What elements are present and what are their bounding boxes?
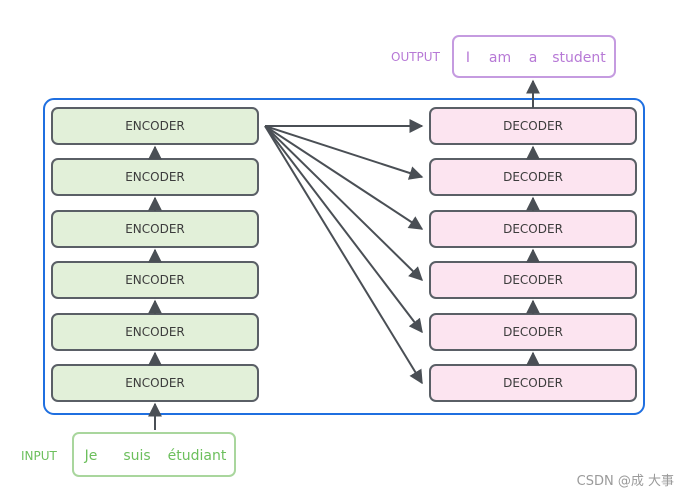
encoder-block-5: ENCODER: [51, 158, 259, 196]
decoder-label: DECODER: [503, 376, 563, 390]
input-box: [72, 432, 236, 477]
output-box: [452, 35, 616, 78]
encoder-decoder-arrow: [264, 125, 423, 385]
encoder-block-4: ENCODER: [51, 210, 259, 248]
watermark: CSDN @成 大事: [577, 474, 674, 489]
input-word: Je: [84, 448, 98, 464]
output-group: OUTPUT I am a student: [391, 35, 616, 78]
decoder-block-4: DECODER: [429, 210, 637, 248]
decoder-label: DECODER: [503, 170, 563, 184]
input-word: étudiant: [168, 448, 227, 464]
decoder-block-5: DECODER: [429, 158, 637, 196]
input-group: INPUT Je suis étudiant: [21, 432, 236, 477]
encoder-stack: ENCODER ENCODER ENCODER ENCODER ENCODER …: [51, 107, 259, 402]
encoder-decoder-arrow: [264, 125, 424, 230]
encoder-block-3: ENCODER: [51, 261, 259, 299]
decoder-block-6: DECODER: [429, 107, 637, 145]
encoder-block-2: ENCODER: [51, 313, 259, 351]
encoder-decoder-arrow: [264, 125, 424, 180]
encoder-block-6: ENCODER: [51, 107, 259, 145]
encoder-label: ENCODER: [125, 222, 185, 236]
encoder-block-1: ENCODER: [51, 364, 259, 402]
encoder-label: ENCODER: [125, 273, 185, 287]
encoder-label: ENCODER: [125, 325, 185, 339]
input-word: suis: [123, 448, 150, 464]
encoder-label: ENCODER: [125, 376, 185, 390]
encoder-decoder-container: [43, 98, 645, 415]
encoder-label: ENCODER: [125, 119, 185, 133]
decoder-block-2: DECODER: [429, 313, 637, 351]
decoder-label: DECODER: [503, 222, 563, 236]
output-word: I: [466, 50, 470, 66]
decoder-label: DECODER: [503, 325, 563, 339]
decoder-block-3: DECODER: [429, 261, 637, 299]
input-label: INPUT: [21, 449, 58, 463]
encoder-to-decoder-arrows: [264, 119, 424, 385]
output-word: student: [552, 50, 606, 66]
output-label: OUTPUT: [391, 50, 441, 64]
decoder-label: DECODER: [503, 119, 563, 133]
output-word: a: [529, 50, 538, 66]
encoder-decoder-arrow: [264, 125, 423, 281]
decoder-label: DECODER: [503, 273, 563, 287]
encoder-label: ENCODER: [125, 170, 185, 184]
output-word: am: [489, 50, 511, 66]
encoder-decoder-arrow: [264, 125, 423, 334]
decoder-block-1: DECODER: [429, 364, 637, 402]
